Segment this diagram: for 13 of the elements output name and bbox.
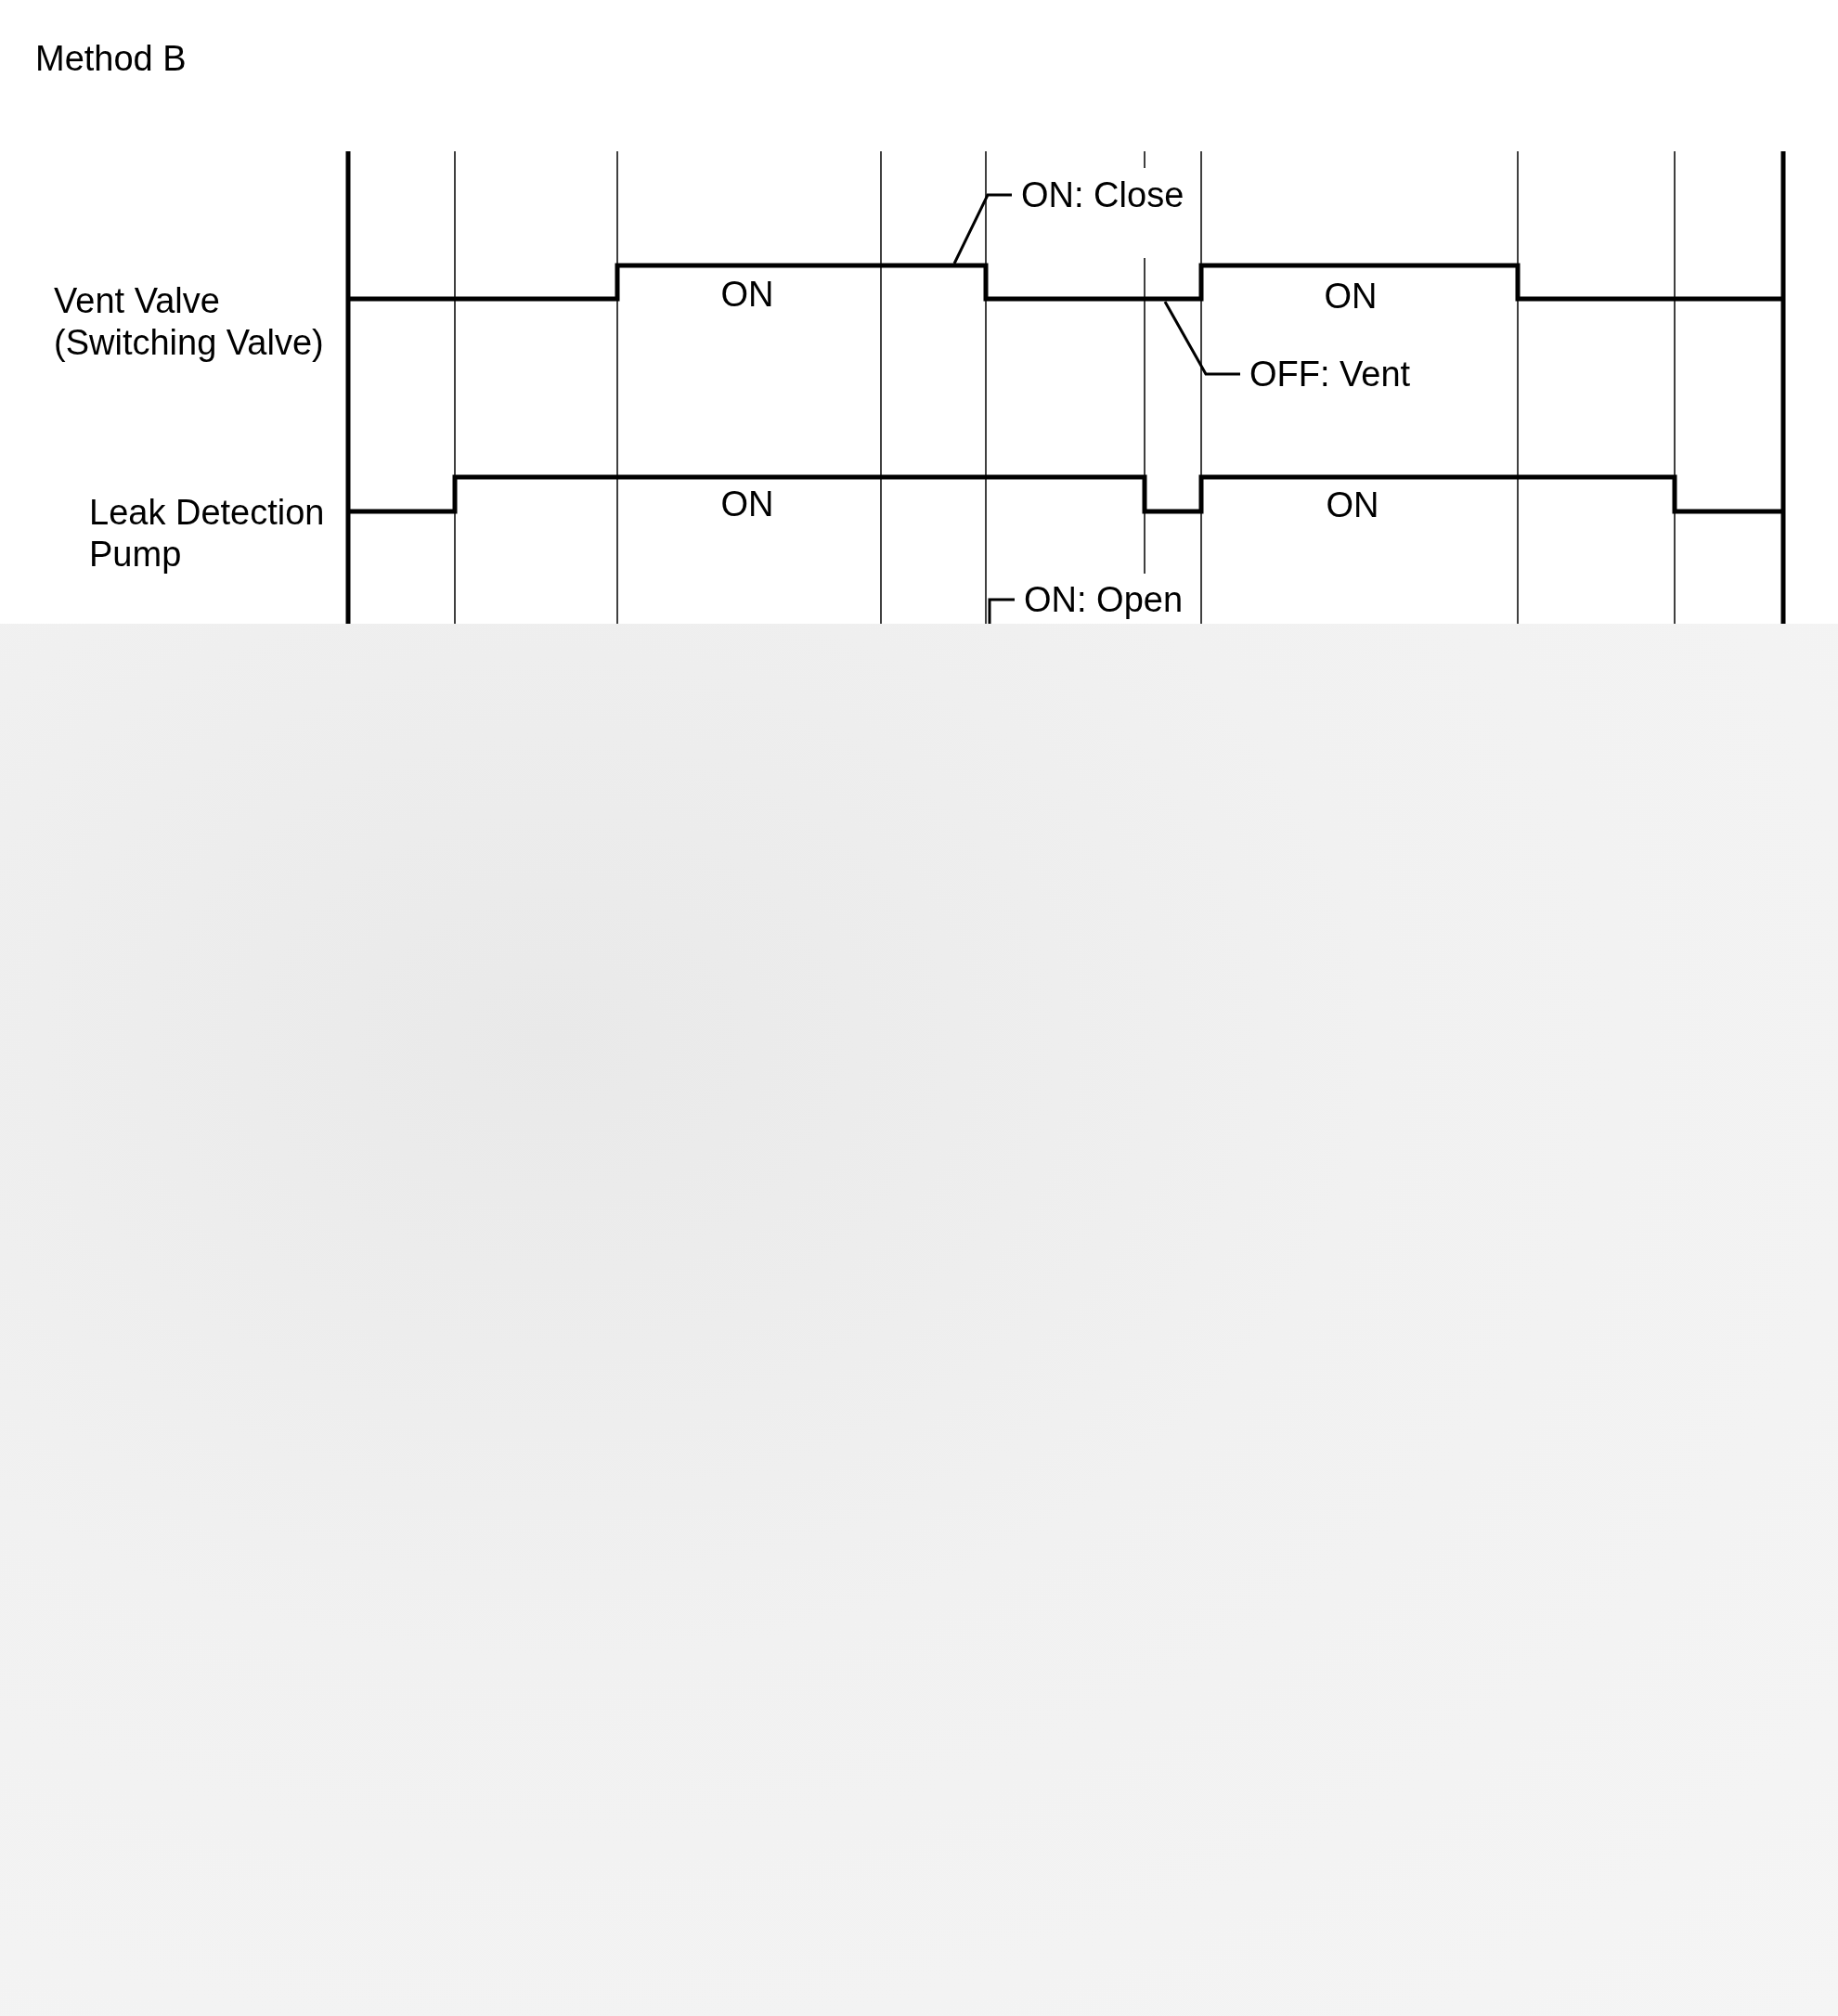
- state-label: ON: [1324, 278, 1378, 314]
- signal-name: Vent Valve (Switching Valve): [54, 280, 325, 365]
- state-label: ON: [720, 485, 774, 522]
- state-label: ON: [720, 276, 774, 312]
- signal-name: Leak Detection Pump: [89, 492, 326, 576]
- annotation-label: ON: Close: [1012, 176, 1184, 213]
- annotation-label: ON: Open: [1015, 581, 1184, 617]
- diagram-title: Method B: [35, 40, 187, 76]
- annotation-label: OFF: Vent: [1240, 355, 1411, 392]
- state-label: ON: [1326, 486, 1379, 523]
- leader-line: [988, 598, 1015, 624]
- leader-line: [952, 193, 1012, 265]
- leader-line: [1163, 301, 1240, 376]
